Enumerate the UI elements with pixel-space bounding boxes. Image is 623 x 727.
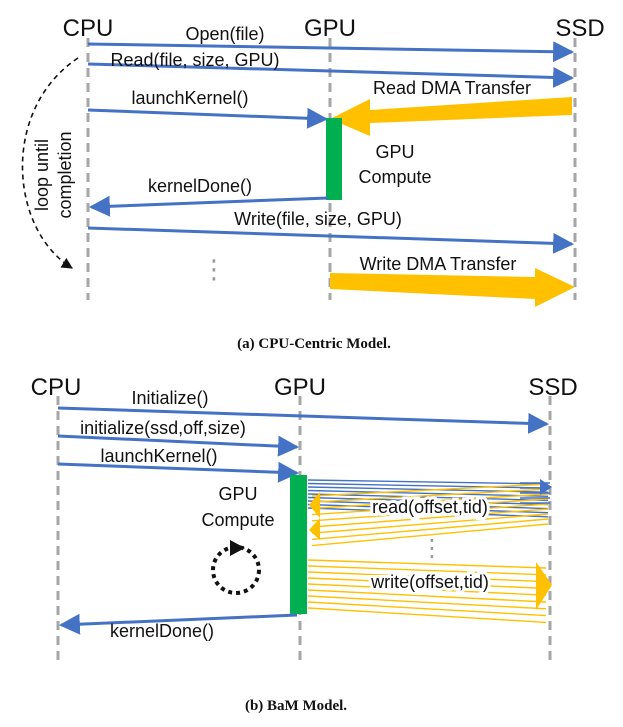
initialize-args-label: initialize(ssd,off,size) (80, 418, 246, 438)
launch-arrow-b (57, 461, 300, 483)
write-request-line (307, 565, 547, 576)
gpu-compute-label-a-line2: Compute (358, 167, 431, 187)
read-label: Read(file, size, GPU) (110, 50, 279, 70)
write-request-line (307, 607, 547, 624)
read-request-line (307, 479, 549, 485)
write-request-line (307, 577, 547, 590)
initialize-label: Initialize() (131, 388, 208, 408)
loop-circle-icon (211, 545, 261, 595)
read-request-label: read(offset,tid) (372, 497, 488, 517)
caption-b: (b) BaM Model. (245, 698, 347, 714)
gpu-lane-label-a: GPU (304, 15, 356, 42)
read-response-line (311, 503, 549, 522)
open-arrow (87, 41, 575, 63)
caption-a: (a) CPU-Centric Model. (237, 336, 391, 352)
ellipsis-b: ⋮ (420, 535, 444, 562)
initialize-args-arrow (57, 434, 300, 457)
launch-label-b: launchKernel() (100, 446, 217, 466)
write-request-label: write(offset,tid) (370, 572, 489, 592)
kernel-done-label-a: kernelDone() (148, 176, 252, 196)
gpu-lane-label-b: GPU (274, 374, 326, 401)
read-request-fan (307, 479, 552, 547)
cpu-lane-label-a: CPU (63, 15, 114, 42)
ssd-lane-label-a: SSD (555, 15, 604, 42)
loop-label-line2: completion (55, 131, 75, 218)
write-label: Write(file, size, GPU) (234, 209, 402, 229)
kernel-done-arrow-b (58, 613, 298, 635)
read-dma-label: Read DMA Transfer (373, 78, 531, 98)
read-arrow (87, 62, 575, 88)
read-response-line (311, 523, 549, 547)
write-request-line (307, 583, 547, 596)
gpu-compute-label-a-line1: GPU (375, 142, 414, 162)
read-response-arrowhead (309, 518, 320, 540)
write-dma-label: Write DMA Transfer (360, 254, 517, 274)
panel-a: CPU GPU SSD Open(file) Read(file, size, … (21, 15, 605, 352)
kernel-done-arrow-a (88, 195, 329, 217)
write-request-line (307, 595, 547, 610)
read-response-line (311, 508, 549, 528)
gpu-compute-block-b (290, 475, 307, 614)
launch-arrow-a (87, 107, 329, 129)
read-response-line (311, 513, 549, 534)
read-response-line (311, 488, 549, 503)
write-request-arrowhead (536, 562, 552, 610)
cpu-lane-label-b: CPU (31, 374, 82, 401)
read-response-line (311, 498, 549, 516)
read-request-line (307, 493, 549, 502)
gpu-compute-block-a (326, 118, 342, 200)
kernel-done-label-b: kernelDone() (110, 621, 214, 641)
loop-circle-arrowhead-icon (230, 540, 245, 556)
read-response-line (311, 518, 549, 541)
read-request-arrowhead (540, 479, 552, 495)
write-request-line (307, 559, 547, 569)
read-request-line (307, 489, 549, 497)
launch-label-a: launchKernel() (131, 88, 248, 108)
initialize-arrow (57, 406, 550, 434)
write-dma-arrow (330, 268, 575, 307)
ssd-lane-label-b: SSD (528, 374, 577, 401)
read-response-line (311, 493, 549, 510)
loop-arrow (21, 57, 79, 269)
read-request-line (307, 482, 549, 489)
gpu-compute-label-b-line2: Compute (201, 510, 274, 530)
open-label: Open(file) (185, 24, 264, 44)
write-request-line (307, 571, 547, 583)
write-request-line (307, 589, 547, 603)
write-request-fan (307, 559, 552, 624)
write-arrow (87, 226, 575, 254)
loop-label-line1: loop until (32, 139, 52, 211)
panel-b: CPU GPU SSD Initialize() initialize(ssd,… (31, 374, 578, 714)
read-response-line (311, 483, 549, 497)
gpu-compute-label-b-line1: GPU (218, 484, 257, 504)
read-dma-arrow (330, 97, 572, 136)
read-response-arrowhead (309, 492, 320, 518)
ellipsis-a: ⋮ (201, 254, 227, 284)
write-request-line (307, 601, 547, 617)
